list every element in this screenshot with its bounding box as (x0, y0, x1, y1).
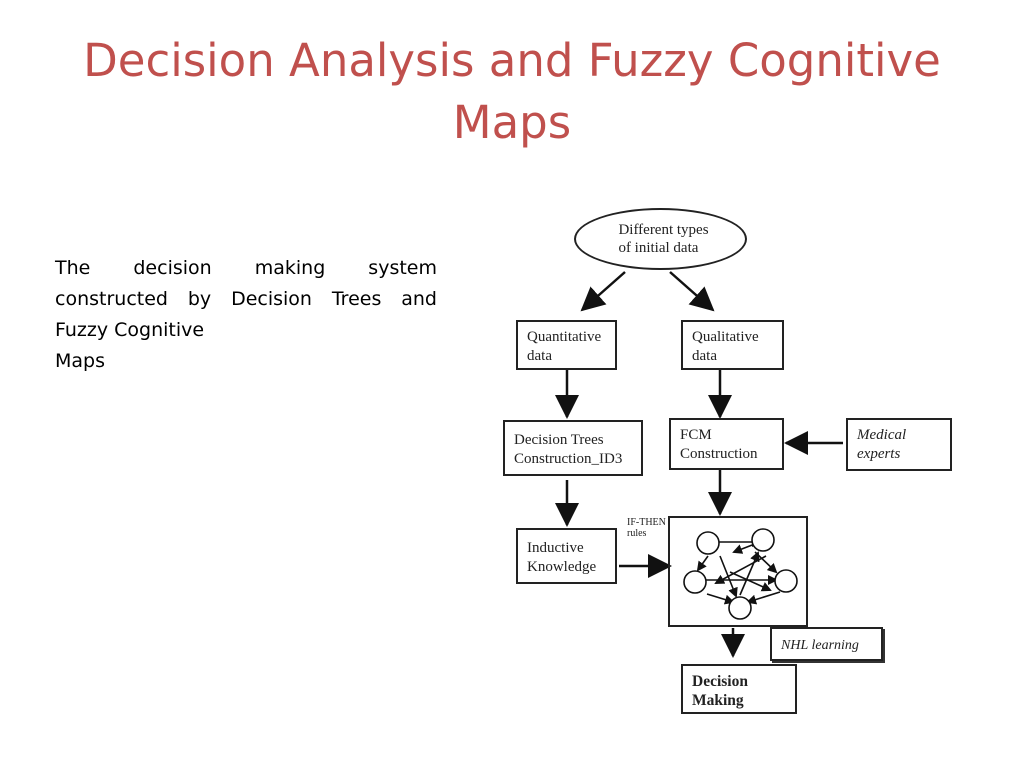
fcm-node-graph (683, 528, 798, 620)
decision-making-node: Decision Making (681, 664, 797, 714)
title-line-1: Decision Analysis and Fuzzy Cognitive (83, 34, 941, 87)
diagram-connectors (555, 271, 843, 658)
body-line-3: Fuzzy Cognitive (55, 319, 205, 341)
body-text: The decision making system constructed b… (55, 253, 437, 377)
nhl-learning-node: NHL learning (770, 627, 883, 661)
decision-trees-node: Decision Trees Construction_ID3 (503, 420, 643, 476)
body-line-4: Maps (55, 350, 105, 372)
fcm-construction-node: FCM Construction (669, 418, 784, 470)
title-line-2: Maps (452, 96, 572, 149)
medical-experts-node: Medical experts (846, 418, 952, 471)
body-line-1: The decision making system (55, 257, 437, 279)
initial-data-node: Different types of initial data (574, 208, 747, 270)
quantitative-data-node: Quantitative data (516, 320, 617, 370)
arrow-oval-to-quantitative (580, 271, 626, 312)
inductive-knowledge-node: Inductive Knowledge (516, 528, 617, 584)
flow-diagram: Different types of initial data Quantita… (490, 200, 970, 730)
slide-title: Decision Analysis and Fuzzy Cognitive Ma… (40, 30, 984, 154)
body-line-2: constructed by Decision Trees and (55, 288, 437, 310)
if-then-rules-label: IF-THEN rules (627, 517, 666, 539)
fcm-map-box (668, 516, 808, 627)
arrow-oval-to-qualitative (669, 271, 715, 312)
qualitative-data-node: Qualitative data (681, 320, 784, 370)
